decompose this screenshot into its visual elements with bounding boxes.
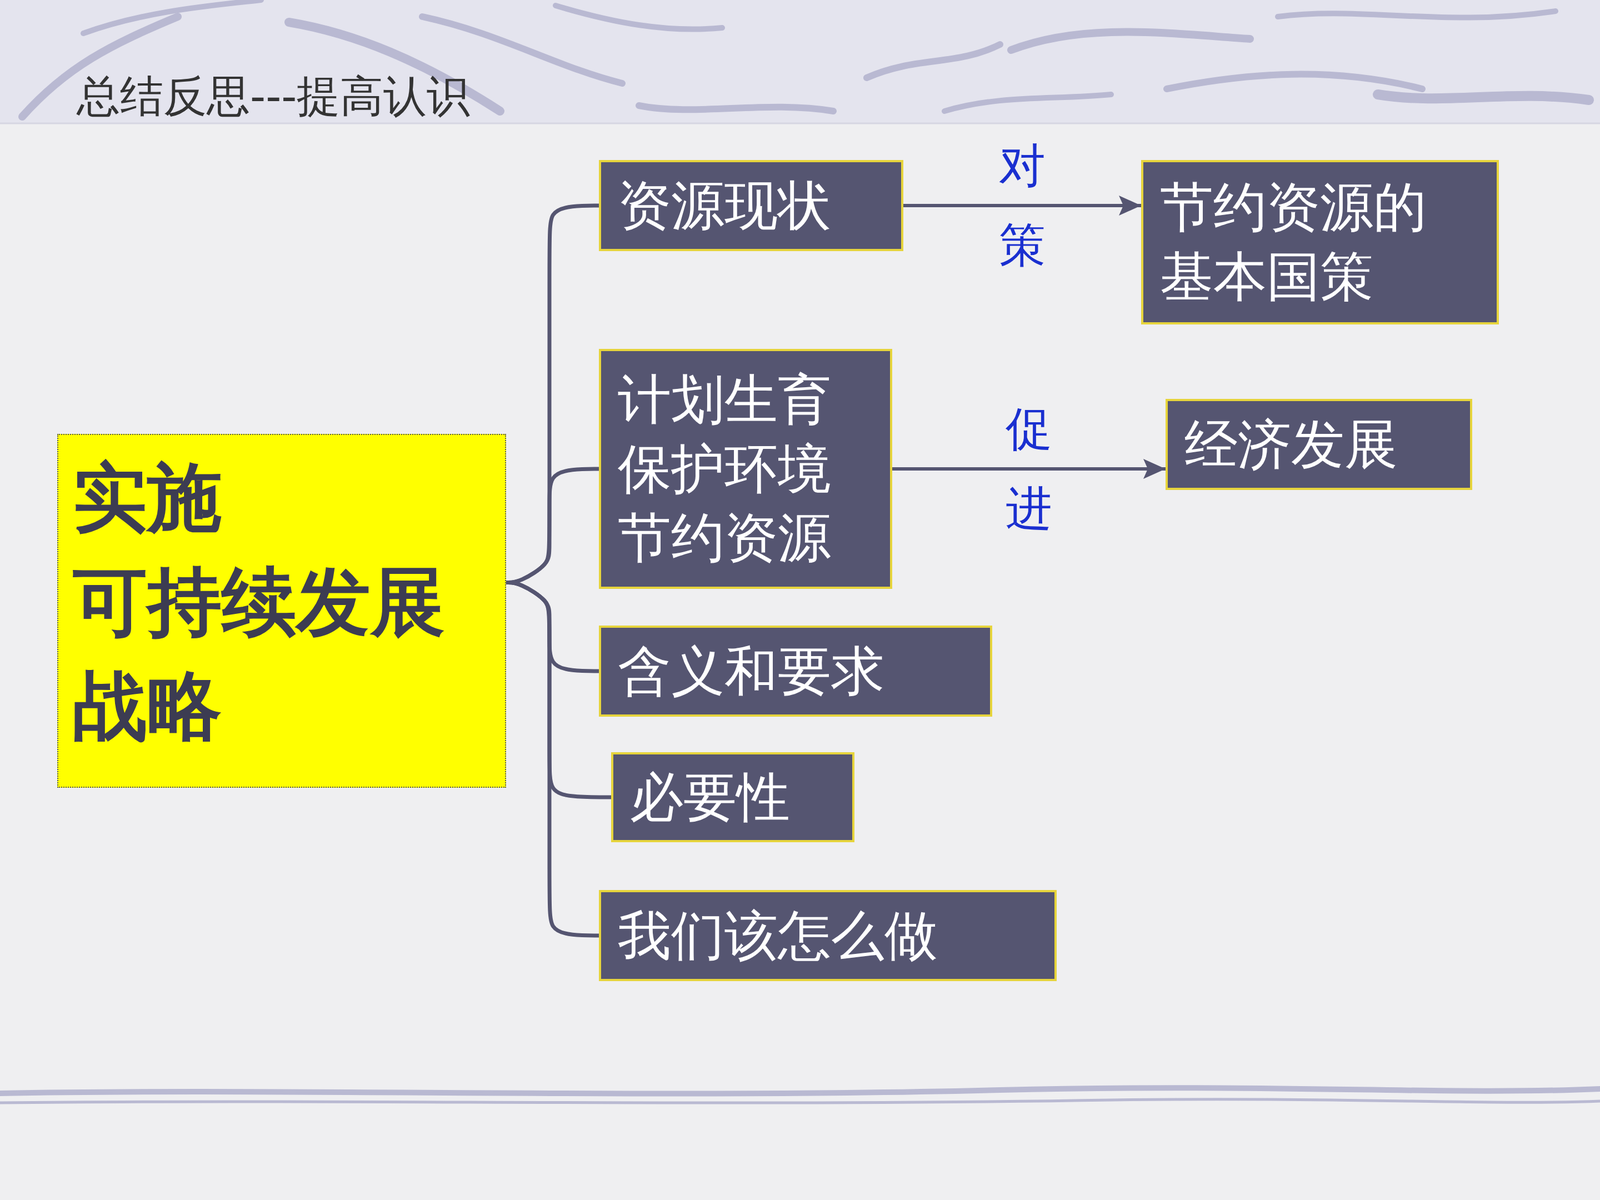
branch-box: 我们该怎么做 xyxy=(598,890,1057,982)
result-box: 经济发展 xyxy=(1165,398,1473,490)
arrow-connector xyxy=(903,203,1142,208)
edge-label: 对策 xyxy=(998,126,1046,285)
box-label: 实施 可持续发展 战略 xyxy=(72,446,491,759)
brace-branch xyxy=(506,582,599,672)
topic-box: 实施 可持续发展 战略 xyxy=(57,433,507,788)
brace-branch xyxy=(506,468,599,583)
brace-branch xyxy=(506,582,612,798)
branch-box: 含义和要求 xyxy=(598,625,993,717)
result-box: 节约资源的 基本国策 xyxy=(1141,160,1499,325)
edge-label: 促进 xyxy=(1005,389,1053,549)
branch-box: 资源现状 xyxy=(598,160,904,252)
box-label: 经济发展 xyxy=(1184,410,1454,480)
arrow-connector xyxy=(892,467,1166,471)
branch-box: 计划生育 保护环境 节约资源 xyxy=(598,348,893,589)
brace-branch xyxy=(506,582,599,936)
box-label: 计划生育 保护环境 节约资源 xyxy=(617,365,874,573)
box-label: 含义和要求 xyxy=(617,636,974,707)
box-label: 我们该怎么做 xyxy=(617,901,1038,971)
box-label: 必要性 xyxy=(630,762,836,833)
branch-box: 必要性 xyxy=(611,752,855,843)
wave-strokes xyxy=(0,0,1600,1103)
band-edge xyxy=(0,122,1600,125)
box-label: 资源现状 xyxy=(617,171,885,241)
slide-title: 总结反思---提高认识 xyxy=(76,67,470,127)
brace-branch xyxy=(506,205,599,583)
box-label: 节约资源的 基本国策 xyxy=(1160,172,1480,312)
